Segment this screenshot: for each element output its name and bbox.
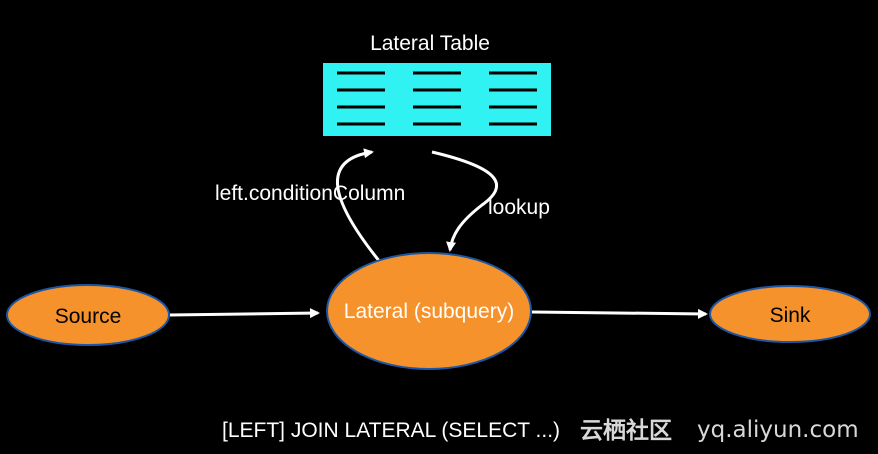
source-to-lateral-arrow [169, 308, 320, 319]
watermark-cn: 云栖社区 [580, 417, 672, 444]
lateral-to-sink-arrow [531, 308, 708, 319]
watermark: 云栖社区 yq.aliyun.com [580, 417, 859, 444]
lateral-node: Lateral (subquery) [326, 252, 532, 370]
source-label: Source [55, 305, 122, 328]
lateral-label: Lateral (subquery) [344, 300, 514, 323]
watermark-url: yq.aliyun.com [697, 417, 859, 443]
lookup-arrow [431, 150, 499, 252]
lateral-table [323, 63, 551, 136]
lateral-table-title: Lateral Table [370, 32, 490, 55]
condition-arrow [336, 148, 382, 263]
condition-label: left.conditionColumn [215, 182, 405, 205]
sink-node: Sink [709, 285, 871, 343]
lookup-label: lookup [488, 196, 550, 219]
sink-label: Sink [770, 304, 811, 327]
source-node: Source [6, 284, 170, 346]
lateral-table-grid [337, 71, 537, 126]
caption: [LEFT] JOIN LATERAL (SELECT ...) [222, 419, 560, 442]
